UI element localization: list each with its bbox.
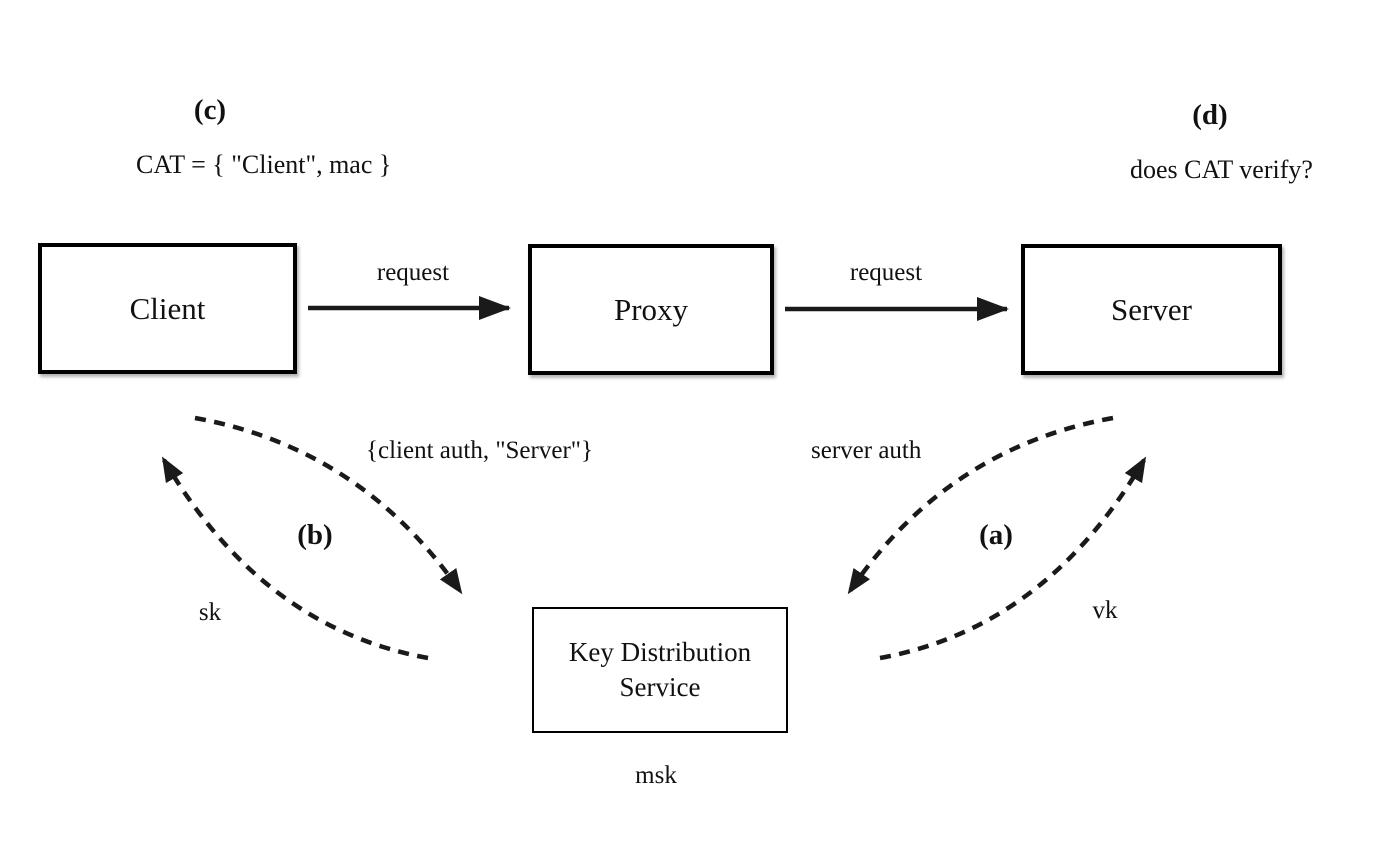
client-proxy-edge-label: request (376, 259, 450, 286)
client-node: Client (38, 243, 297, 374)
client-kds-edge-label: {client auth, "Server"} (366, 437, 593, 464)
client-node-label: Client (129, 290, 206, 326)
proxy-node: Proxy (528, 244, 774, 375)
annotation-d-label: (d) (1192, 99, 1228, 131)
annotation-a-label: (a) (979, 519, 1013, 551)
server-node: Server (1021, 244, 1282, 375)
kds-to-client-dashed-arrow (161, 456, 429, 661)
kds-to-server-dashed-arrow (879, 456, 1147, 661)
server-node-label: Server (1111, 291, 1192, 327)
client-to-kds-dashed-arrow (194, 415, 463, 595)
server-key-label: vk (1092, 597, 1118, 624)
client-key-label: sk (198, 599, 222, 626)
annotation-d-text: does CAT verify? (1130, 155, 1313, 184)
annotation-c-text: CAT = { "Client", mac } (136, 150, 392, 179)
kds-key-label: msk (635, 762, 677, 789)
annotation-b-label: (b) (297, 519, 333, 551)
kds-node-label: Key Distribution Service (568, 636, 752, 702)
proxy-node-label: Proxy (613, 291, 689, 327)
kds-node: Key Distribution Service (532, 607, 788, 733)
proxy-server-edge-label: request (849, 259, 923, 286)
annotation-c-label: (c) (193, 94, 227, 126)
server-kds-edge-label: server auth (811, 437, 922, 464)
server-to-kds-dashed-arrow (847, 415, 1114, 595)
